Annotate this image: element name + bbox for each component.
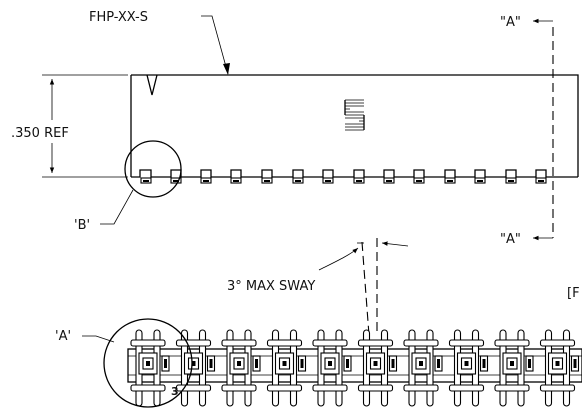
contact <box>539 329 580 407</box>
height-dimension: .350 REF <box>11 74 128 178</box>
body-bottom-edge <box>131 169 578 178</box>
pin-view <box>127 329 582 407</box>
pin-tail <box>230 177 242 184</box>
pin-tail <box>383 177 395 184</box>
detail-b-circle <box>124 140 182 198</box>
pin-tail <box>322 177 334 184</box>
pin-tail <box>474 177 486 184</box>
pin-tail <box>535 177 547 184</box>
detail-a-callout: 'A' 3 <box>55 318 193 408</box>
detail-b-label: 'B' <box>74 218 90 233</box>
detail-a-circle <box>103 318 193 408</box>
section-a-bottom-label: "A" <box>500 232 521 247</box>
pin-strip-body <box>127 348 582 383</box>
contact <box>175 329 216 407</box>
sway-label: 3° MAX SWAY <box>227 279 315 294</box>
contact <box>494 329 534 407</box>
pin-tail <box>444 177 456 184</box>
contact <box>266 329 307 407</box>
section-marker-bottom: "A" <box>500 232 553 247</box>
pin-array <box>130 329 580 407</box>
part-number-label: FHP-XX-S <box>89 10 148 25</box>
samtec-s-logo-icon <box>344 99 365 131</box>
side-view <box>130 27 579 238</box>
detail-a-label: 'A' <box>55 329 71 344</box>
part-number-leader <box>201 15 229 75</box>
part-number-callout: FHP-XX-S <box>89 10 230 75</box>
sway-callout: 3° MAX SWAY <box>227 238 409 336</box>
pin-tail <box>170 177 182 184</box>
height-dimension-label: .350 REF <box>11 126 69 141</box>
pin-tail <box>200 177 212 184</box>
contact <box>357 329 398 407</box>
pin-mark-label: 3 <box>171 385 179 398</box>
pin-tails <box>140 177 547 184</box>
body-top-edge <box>131 74 579 177</box>
contact <box>403 329 443 407</box>
detail-b-callout: 'B' <box>74 140 182 233</box>
partial-bracket-label: [F <box>567 286 580 301</box>
section-a-top-label: "A" <box>500 15 521 30</box>
section-marker-top: "A" <box>500 15 553 30</box>
pin-tail <box>505 177 517 184</box>
contact <box>448 329 489 407</box>
pin-tail <box>140 177 152 184</box>
contact <box>312 329 352 407</box>
contact <box>221 329 261 407</box>
pin-tail <box>261 177 273 184</box>
pin-tail <box>413 177 425 184</box>
polarization-notch <box>146 74 158 96</box>
pin-tail <box>292 177 304 184</box>
pin-tail <box>353 177 365 184</box>
sway-line-left <box>361 241 370 336</box>
contact <box>130 329 170 407</box>
